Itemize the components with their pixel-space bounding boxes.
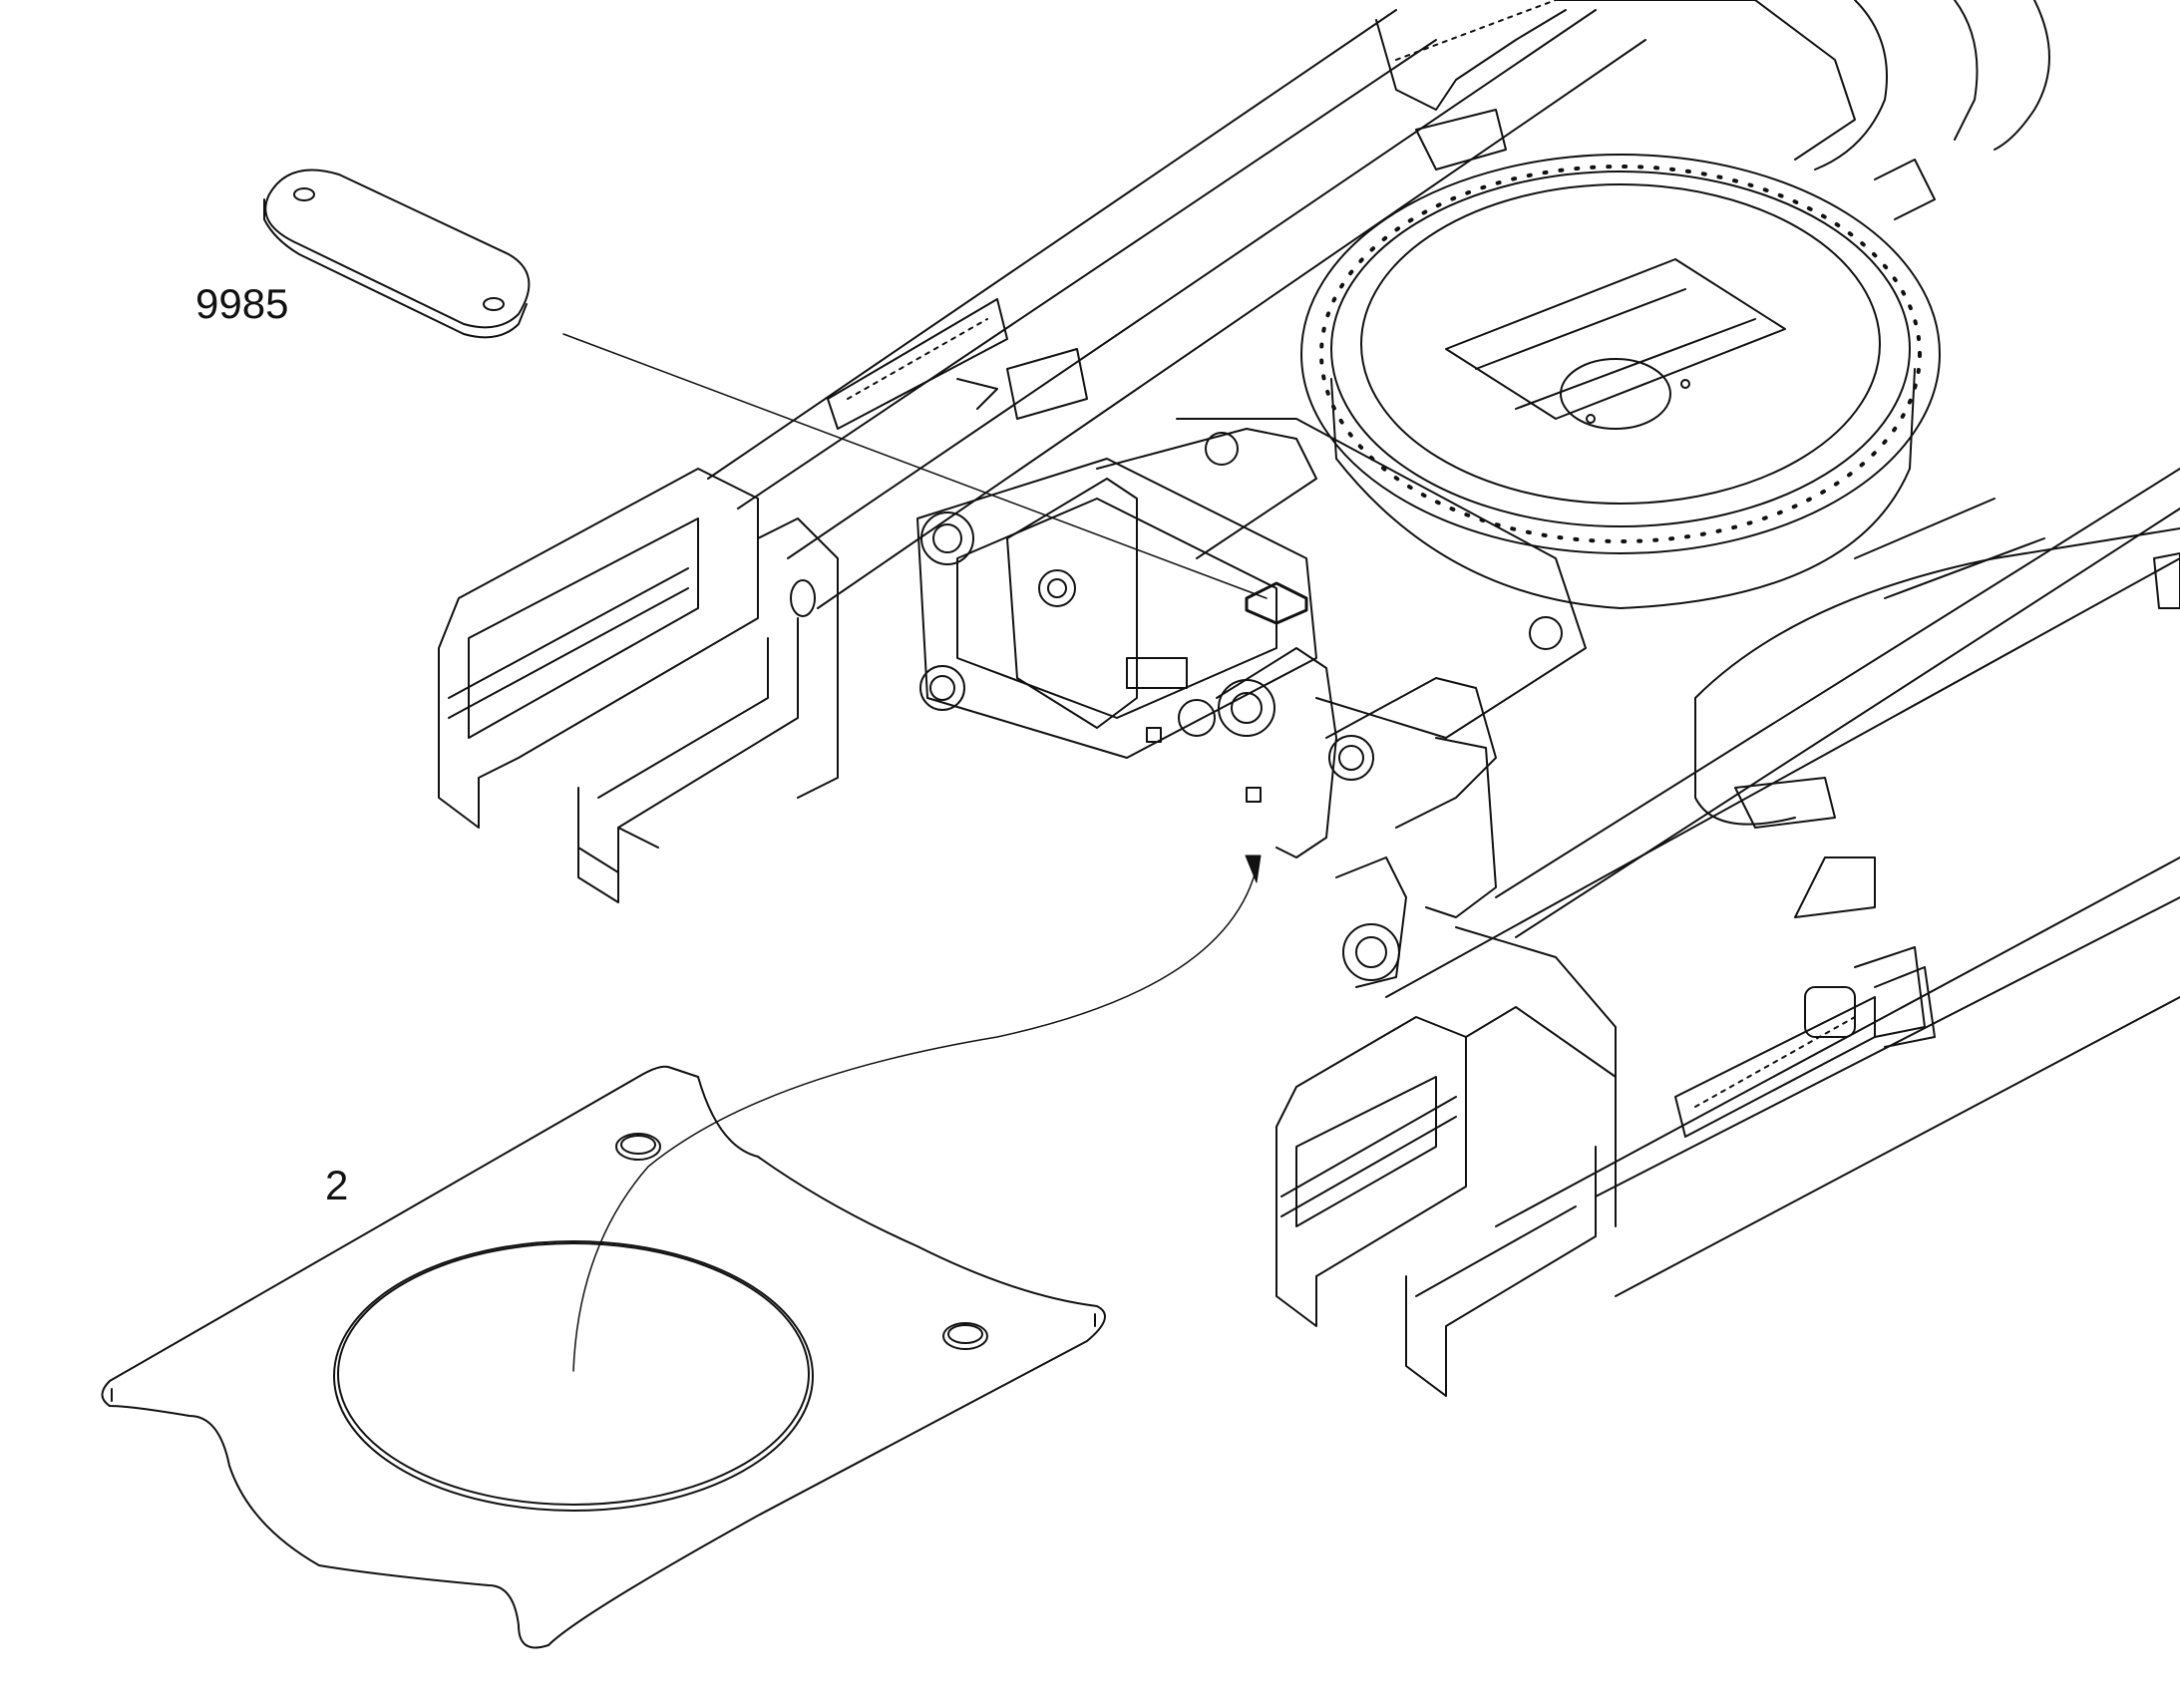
leader-lines	[562, 333, 1268, 1372]
arrow-head-icon	[1245, 854, 1262, 883]
callout-label-2: 2	[325, 1162, 349, 1208]
cover-plate-9985	[263, 169, 531, 339]
gasket-plate-2	[101, 1065, 1106, 1649]
callout-label-9985: 9985	[195, 280, 289, 327]
undercarriage-frame	[438, 0, 2180, 1397]
